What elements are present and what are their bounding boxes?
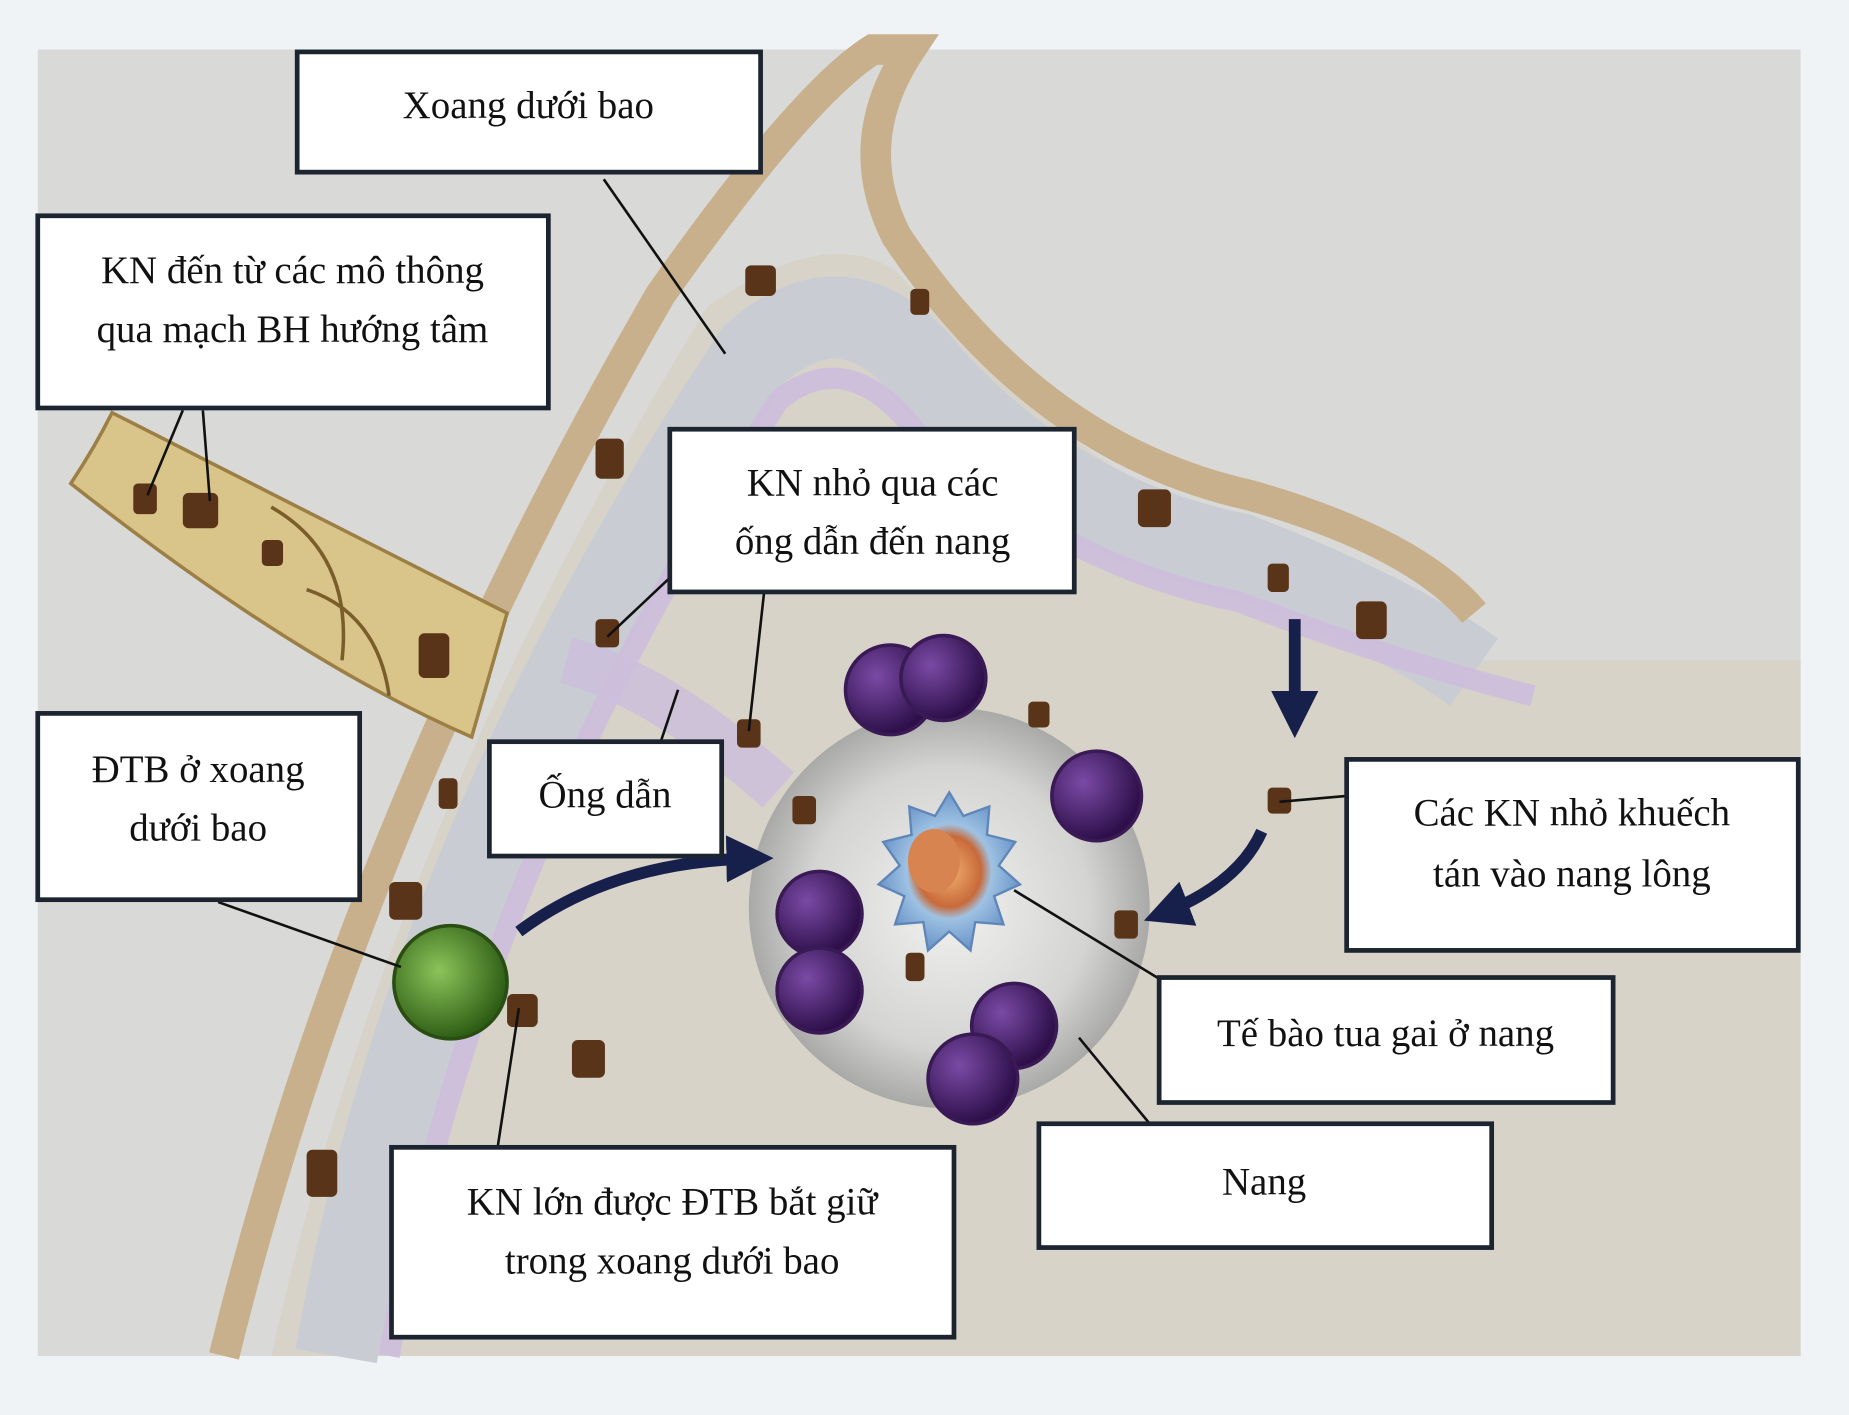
label-diffusing-antigens: Các KN nhỏ khuếch tán vào nang lông bbox=[1344, 757, 1801, 953]
antigen bbox=[1356, 601, 1387, 640]
label-text: Tế bào tua gai ở nang bbox=[1217, 1012, 1554, 1055]
label-text: dưới bao bbox=[129, 807, 267, 850]
flow-arrows bbox=[515, 619, 1319, 937]
antigen bbox=[745, 265, 776, 296]
antigen bbox=[1267, 563, 1289, 592]
antigen bbox=[306, 1149, 338, 1197]
antigen bbox=[261, 540, 284, 566]
label-text: ĐTB ở xoang bbox=[92, 748, 305, 791]
antigen bbox=[1114, 910, 1138, 939]
antigen bbox=[182, 492, 219, 529]
conduit bbox=[559, 637, 795, 808]
lymphatic-valve bbox=[270, 505, 391, 696]
label-text: KN đến từ các mô thông bbox=[101, 249, 484, 292]
antigen bbox=[389, 882, 423, 920]
antigen bbox=[133, 483, 157, 515]
antigen bbox=[418, 633, 450, 679]
label-text: tán vào nang lông bbox=[1433, 853, 1711, 896]
antigens bbox=[133, 265, 1387, 1197]
antigen bbox=[737, 719, 761, 748]
label-subcapsular-sinus: Xoang dưới bao bbox=[294, 49, 763, 175]
label-follicle: Nang bbox=[1036, 1121, 1495, 1250]
antigen bbox=[905, 952, 925, 982]
b-cells bbox=[775, 633, 1144, 1126]
b-cell bbox=[926, 1032, 1020, 1126]
fdc-nucleus bbox=[907, 828, 960, 893]
b-cell bbox=[899, 633, 988, 723]
label-large-antigens: KN lớn được ĐTB bắt giữ trong xoang dưới… bbox=[389, 1144, 957, 1340]
label-text: Xoang dưới bao bbox=[403, 84, 654, 127]
label-conduit: Ống dẫn bbox=[487, 739, 725, 859]
capsule bbox=[209, 34, 1486, 1360]
subcapsular-macrophage bbox=[392, 923, 509, 1041]
arrow-diffuse-to-follicle bbox=[1143, 828, 1268, 926]
antigen bbox=[910, 288, 930, 315]
antigen bbox=[571, 1040, 605, 1078]
arrow-conduit-to-follicle bbox=[515, 835, 774, 937]
antigen bbox=[595, 619, 620, 648]
antigen bbox=[792, 795, 817, 825]
antigen bbox=[1137, 489, 1171, 528]
b-cell bbox=[1050, 749, 1144, 843]
b-cell bbox=[775, 946, 864, 1035]
label-macrophage: ĐTB ở xoang dưới bao bbox=[35, 711, 363, 903]
label-text: qua mạch BH hướng tâm bbox=[97, 308, 489, 351]
label-text: Nang bbox=[1222, 1160, 1306, 1203]
label-small-antigens-conduits: KN nhỏ qua các ống dẫn đến nang bbox=[667, 426, 1077, 595]
afferent-lymphatic-vessel bbox=[68, 410, 510, 740]
label-text: Ống dẫn bbox=[538, 773, 671, 817]
antigen bbox=[507, 994, 538, 1028]
label-text: ống dẫn đến nang bbox=[735, 520, 1011, 563]
label-fdc: Tế bào tua gai ở nang bbox=[1156, 975, 1616, 1105]
label-text: KN nhỏ qua các bbox=[747, 461, 999, 504]
label-text: Các KN nhỏ khuếch bbox=[1414, 791, 1731, 834]
label-text: KN lớn được ĐTB bắt giữ bbox=[467, 1181, 880, 1224]
antigen bbox=[595, 438, 624, 479]
antigen bbox=[438, 778, 458, 809]
label-text: trong xoang dưới bao bbox=[505, 1240, 839, 1283]
b-cell bbox=[775, 869, 864, 959]
leader-lines bbox=[146, 178, 1347, 1148]
label-afferent-antigens: KN đến từ các mô thông qua mạch BH hướng… bbox=[35, 213, 551, 411]
antigen bbox=[1028, 701, 1050, 728]
